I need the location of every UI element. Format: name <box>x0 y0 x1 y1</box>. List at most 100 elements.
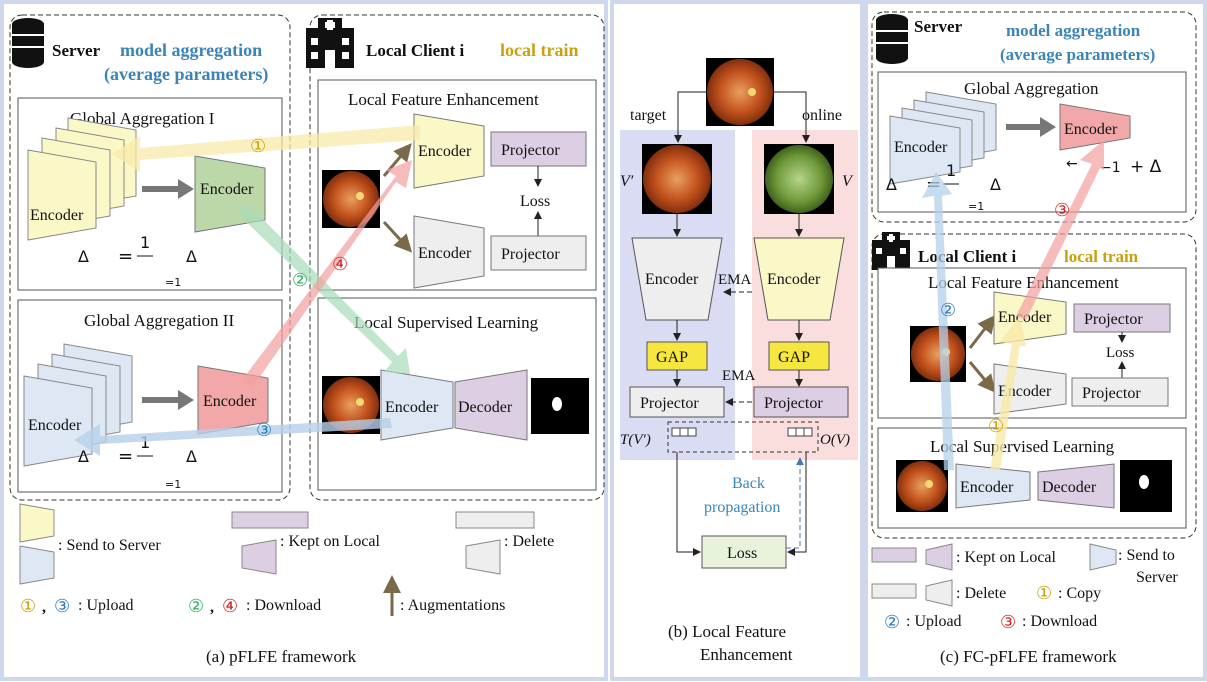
legend-circle-3: ③ <box>54 596 70 617</box>
legend-kept-shape-c2 <box>925 543 953 571</box>
global-encoder-2-label: Encoder <box>203 393 257 410</box>
to-loss-right <box>787 452 807 556</box>
to-loss-left <box>676 452 701 556</box>
frac-2: 1 <box>140 433 150 452</box>
legend-circle-1: ① <box>20 596 36 617</box>
aug-arrow-a1 <box>382 143 412 177</box>
ema-label-1: EMA <box>718 272 752 288</box>
legend-circle-4: ④ <box>222 596 238 617</box>
frac-1: 1 <box>140 233 150 252</box>
online-feature-cells <box>787 427 813 437</box>
circle-1-c: ① <box>988 416 1004 437</box>
eq-2: = <box>118 446 133 467</box>
projector-a-bottom <box>490 235 587 271</box>
optic-disc-a1 <box>356 192 364 200</box>
download-arrow-2-a <box>238 204 410 374</box>
client-label-a: Local Client i <box>366 41 464 60</box>
retina-fundus-c2 <box>897 461 947 511</box>
legend-kept-shape-1 <box>231 511 309 529</box>
agg-label-c-2: (average parameters) <box>1000 45 1155 64</box>
loss-a: Loss <box>520 193 550 210</box>
lfe-title-c: Local Feature Enhancement <box>928 273 1119 292</box>
projector-a-bottom-label: Projector <box>501 246 560 263</box>
legend-send-c-1: : Send to <box>1118 547 1175 564</box>
delta-c-a: Δ <box>886 175 897 194</box>
encoder-label-stack-1: Encoder <box>30 207 84 224</box>
backprop-arrow <box>786 457 804 549</box>
legend-copy-c: : Copy <box>1058 585 1101 602</box>
panel-b-frame <box>610 0 864 681</box>
optic-disc-c2 <box>925 480 933 488</box>
o-v-label: O(V) <box>820 432 850 448</box>
agg-label-c-1: model aggregation <box>1006 21 1141 40</box>
caption-a: (a) pFLFE framework <box>206 647 357 666</box>
panel-a-frame <box>0 0 608 681</box>
legend-delete-shape-1 <box>455 511 535 529</box>
minus-one-c: −1 <box>1100 160 1121 176</box>
seg-decoder-c-label: Decoder <box>1042 479 1097 496</box>
seg-encoder-a-label: Encoder <box>385 399 439 416</box>
legend-upload-c: : Upload <box>906 613 962 630</box>
circle-2-c: ② <box>940 300 956 321</box>
view-v-prime-fundus <box>643 145 711 213</box>
frac-c: 1 <box>946 161 956 180</box>
delta-1b: Δ <box>186 247 197 266</box>
seg-encoder-c <box>955 463 1031 509</box>
global-encoder-1-label: Encoder <box>200 181 254 198</box>
backprop-label-1: Back <box>732 475 765 492</box>
gap-online-label: GAP <box>778 349 810 366</box>
feature-dashed-box <box>667 421 819 453</box>
global-encoder-c <box>1059 103 1131 151</box>
caption-c: (c) FC-pFLFE framework <box>940 647 1117 666</box>
to-online-arrow <box>774 91 810 143</box>
copy-arrow-1-c <box>990 316 1026 470</box>
projector-target-b <box>629 386 725 418</box>
projector-c-top-label: Projector <box>1084 311 1143 328</box>
view-v-fundus <box>765 145 833 213</box>
circle-2-a: ② <box>292 270 308 291</box>
online-encoder-b <box>753 237 845 321</box>
gap-target <box>646 341 708 371</box>
online-encoder-a <box>413 113 485 189</box>
legend-kept-c: : Kept on Local <box>956 549 1057 566</box>
ema-label-2: EMA <box>722 368 756 384</box>
seg-decoder-c <box>1037 463 1115 509</box>
delta-1a: Δ <box>78 247 89 266</box>
upload-arrow-2-c <box>922 172 954 470</box>
seg-decoder-a <box>454 369 528 441</box>
legend-aug-a: : Augmentations <box>400 597 505 614</box>
server-database-icon-c <box>876 14 908 64</box>
aggregate-arrow-1 <box>142 179 194 199</box>
legend-download-a: : Download <box>246 597 321 614</box>
legend-send-shape-c <box>1089 543 1117 571</box>
lfe-title-a: Local Feature Enhancement <box>348 90 539 109</box>
target-label: target <box>630 107 667 124</box>
v-label: V <box>842 173 854 190</box>
global-agg-title-c: Global Aggregation <box>964 79 1099 98</box>
encoder-label-stack-c: Encoder <box>894 139 948 156</box>
legend-circle-3-c: ③ <box>1000 612 1016 633</box>
mask-blob-c <box>1139 475 1149 489</box>
hospital-icon <box>306 18 354 68</box>
sub-1a: =1 <box>165 276 181 289</box>
global-agg-1-title: Global Aggregation I <box>70 109 215 128</box>
legend-delete-shape-c1 <box>871 583 917 599</box>
aug-arrow-c1 <box>968 314 996 349</box>
caption-b-1: (b) Local Feature <box>668 622 786 641</box>
eq-1: = <box>118 246 133 267</box>
encoder-label-stack-2: Encoder <box>28 417 82 434</box>
projector-c-top <box>1073 303 1171 333</box>
optic-disc-a2 <box>356 398 364 406</box>
input-retina-b-disc <box>748 88 756 96</box>
backprop-label-2: propagation <box>704 499 780 516</box>
legend-kept-a: : Kept on Local <box>280 533 381 550</box>
delta-c-b: Δ <box>990 175 1001 194</box>
gap-online <box>768 341 830 371</box>
hospital-icon-c <box>872 232 910 270</box>
target-encoder-b <box>631 237 723 321</box>
online-encoder-b-label: Encoder <box>767 271 821 288</box>
caption-b-2: Enhancement <box>700 645 793 664</box>
projector-c-bottom <box>1071 377 1169 407</box>
local-train-c: local train <box>1064 247 1139 266</box>
input-retina-b-fundus <box>707 59 773 125</box>
